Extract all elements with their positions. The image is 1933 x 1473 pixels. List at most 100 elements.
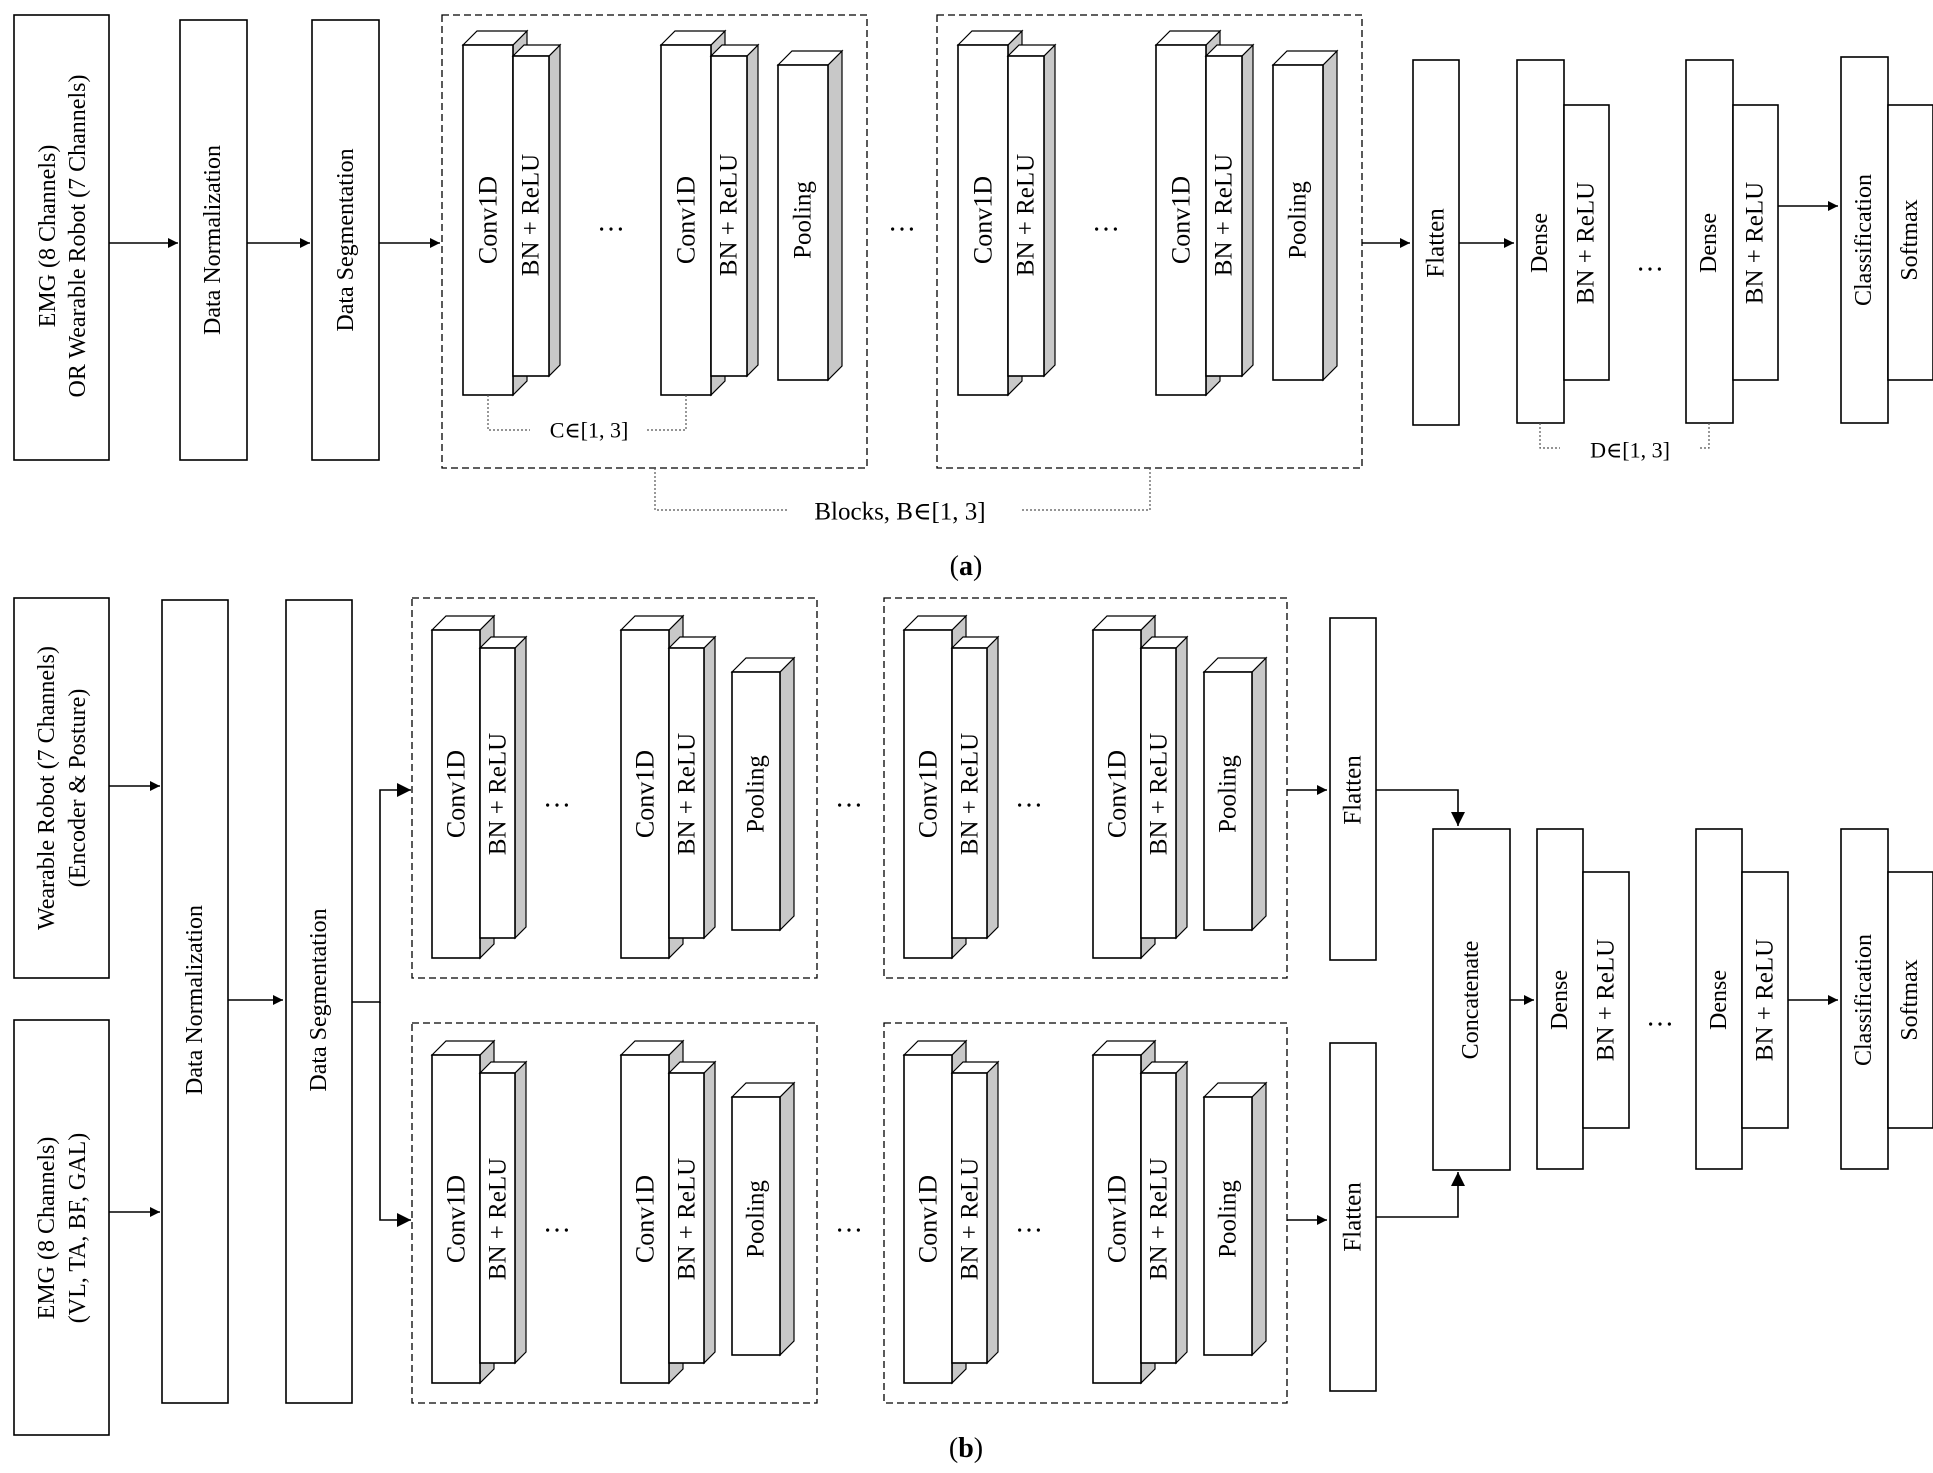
a-block1-bn-relu-2-side — [746, 43, 759, 378]
d-range-label: D∈[1, 3] — [1590, 438, 1670, 463]
blocks-range-label: Blocks, B∈[1, 3] — [814, 499, 985, 526]
b-upper-block2-bn-relu-1 — [951, 647, 988, 939]
figure-caption: (b) — [949, 1433, 983, 1464]
a-block1-pooling — [777, 64, 829, 381]
classification-box-a — [1840, 56, 1889, 424]
dense-ellipsis-a: … — [1636, 247, 1664, 278]
conv-block-b3 — [411, 1022, 818, 1404]
b-upper-block1-conv-label-2: Conv1D — [631, 750, 660, 838]
a-block2-conv-label-1: Conv1D — [969, 176, 998, 264]
caption-letter: b — [958, 1433, 974, 1464]
c-range-label: C∈[1, 3] — [550, 418, 629, 443]
input-label-line1: EMG (8 Channels) — [35, 145, 61, 328]
a-block1-bn-relu-2 — [710, 55, 748, 377]
b-upper-block2-bn-relu-2 — [1140, 647, 1177, 939]
normalization-label: Data Normalization — [200, 145, 226, 335]
caption-letter: a — [959, 551, 973, 582]
emg-input-box-b — [13, 1019, 110, 1436]
upper-blocks-ellipsis: … — [835, 783, 863, 814]
dense-ellipsis-b: … — [1646, 1002, 1674, 1033]
conv-block-b1 — [411, 597, 818, 979]
b-upper-block2-conv-label-1: Conv1D — [914, 750, 943, 838]
blocks-bracket-right — [1022, 468, 1151, 511]
b-upper-block1-pooling-label: Pooling — [743, 755, 770, 833]
b-lower-block1-pooling-side — [779, 1081, 795, 1357]
b-lower-block2-bn-relu-1 — [951, 1072, 988, 1364]
concatenate-label: Concatenate — [1458, 941, 1484, 1060]
b-upper-block2-conv1d-2 — [1092, 629, 1142, 959]
classification-label-a: Classification — [1851, 174, 1877, 306]
flatten-box-b-upper — [1329, 617, 1377, 961]
b-lower-block2-pooling — [1203, 1096, 1253, 1356]
a-block2-bn-label-1: BN + ReLU — [1013, 154, 1040, 276]
flatten-label-a: Flatten — [1423, 208, 1450, 278]
a-block1-conv1d-2 — [660, 44, 712, 396]
segmentation-label-b: Data Segmentation — [306, 908, 332, 1091]
b-lower-block1-conv-label-2: Conv1D — [631, 1175, 660, 1263]
a-block1-conv1d-1 — [462, 44, 514, 396]
normalization-box — [179, 19, 248, 461]
a-block1-pooling-side — [827, 49, 843, 382]
arrow-seg-to-upper — [352, 783, 411, 1003]
normalization-label-b: Data Normalization — [182, 905, 208, 1095]
arrow-seg-to-lower — [379, 1002, 411, 1227]
caption-open: ( — [949, 1433, 958, 1464]
a-block1-bn-relu-1 — [512, 55, 550, 377]
lower-blocks-ellipsis: … — [835, 1208, 863, 1239]
dense-bn-label-a1: BN + ReLU — [1573, 182, 1600, 304]
input-label-line2: OR Wearable Robot (7 Channels) — [65, 75, 91, 398]
b-lower-block1-bn-label-2: BN + ReLU — [674, 1158, 701, 1280]
robot-input-box — [13, 597, 110, 979]
b-lower-block2-conv1d-1 — [903, 1054, 953, 1384]
a-block2-ellipsis-inner: … — [1092, 207, 1120, 238]
b-upper-block2-conv1d-1 — [903, 629, 953, 959]
c-range-bracket-right — [647, 395, 687, 431]
b-lower-block1-pooling-label: Pooling — [743, 1180, 770, 1258]
b-upper-block1-bn-relu-1 — [479, 647, 516, 939]
dense-label-b2: Dense — [1706, 970, 1732, 1030]
b-upper-block2-bn-label-2: BN + ReLU — [1146, 733, 1173, 855]
flatten-box-a — [1412, 59, 1460, 426]
dense-box-b1 — [1536, 828, 1584, 1170]
softmax-label-b: Softmax — [1897, 959, 1923, 1040]
dense-label-a2: Dense — [1696, 213, 1722, 273]
b-lower-block2-pooling-side — [1251, 1081, 1267, 1357]
b-lower-block1-bn-relu-2-side — [703, 1060, 716, 1365]
b-lower-block1-bn-relu-1-side — [514, 1060, 527, 1365]
b-upper-block1-bn-relu-2 — [668, 647, 705, 939]
dense-bn-box-a2 — [1732, 104, 1779, 381]
softmax-label-a: Softmax — [1897, 199, 1923, 280]
b-upper-block1-bn-relu-2-side — [703, 635, 716, 940]
dense-bn-box-a1 — [1563, 104, 1610, 381]
b-lower-block2-conv-label-1: Conv1D — [914, 1175, 943, 1263]
classification-box-b — [1840, 828, 1889, 1170]
b-upper-block1-pooling — [731, 671, 781, 931]
caption-close: ) — [973, 551, 982, 582]
b-upper-block2-pooling-label: Pooling — [1215, 755, 1242, 833]
a-block1-conv-label-1: Conv1D — [474, 176, 503, 264]
blocks-ellipsis: … — [888, 207, 916, 238]
b-upper-block2-pooling — [1203, 671, 1253, 931]
conv-block-b4 — [883, 1022, 1288, 1404]
dense-bn-label-a2: BN + ReLU — [1742, 182, 1769, 304]
b-upper-block1-pooling-side — [779, 656, 795, 932]
a-block2-pooling-label: Pooling — [1285, 181, 1312, 259]
conv-block-b2 — [883, 597, 1288, 979]
b-lower-block1-pooling — [731, 1096, 781, 1356]
b-upper-block1-bn-label-2: BN + ReLU — [674, 733, 701, 855]
flatten-label-b-lower: Flatten — [1340, 1182, 1367, 1252]
diagram-labels: EMG (8 Channels)OR Wearable Robot (7 Cha… — [34, 75, 1923, 1464]
caption-open: ( — [950, 551, 959, 582]
b-upper-block2-pooling-side — [1251, 656, 1267, 932]
a-block2-bn-relu-2-side — [1241, 43, 1254, 378]
a-block2-pooling — [1272, 64, 1324, 381]
b-upper-block1-conv-label-1: Conv1D — [442, 750, 471, 838]
b-lower-block2-bn-label-1: BN + ReLU — [957, 1158, 984, 1280]
blocks-bracket-left — [654, 468, 788, 511]
b-lower-block1-ellipsis-inner: … — [543, 1208, 571, 1239]
b-upper-block1-conv1d-2 — [620, 629, 670, 959]
b-upper-block1-bn-relu-1-side — [514, 635, 527, 940]
a-block1-bn-label-1: BN + ReLU — [518, 154, 545, 276]
concatenate-box — [1432, 828, 1511, 1171]
